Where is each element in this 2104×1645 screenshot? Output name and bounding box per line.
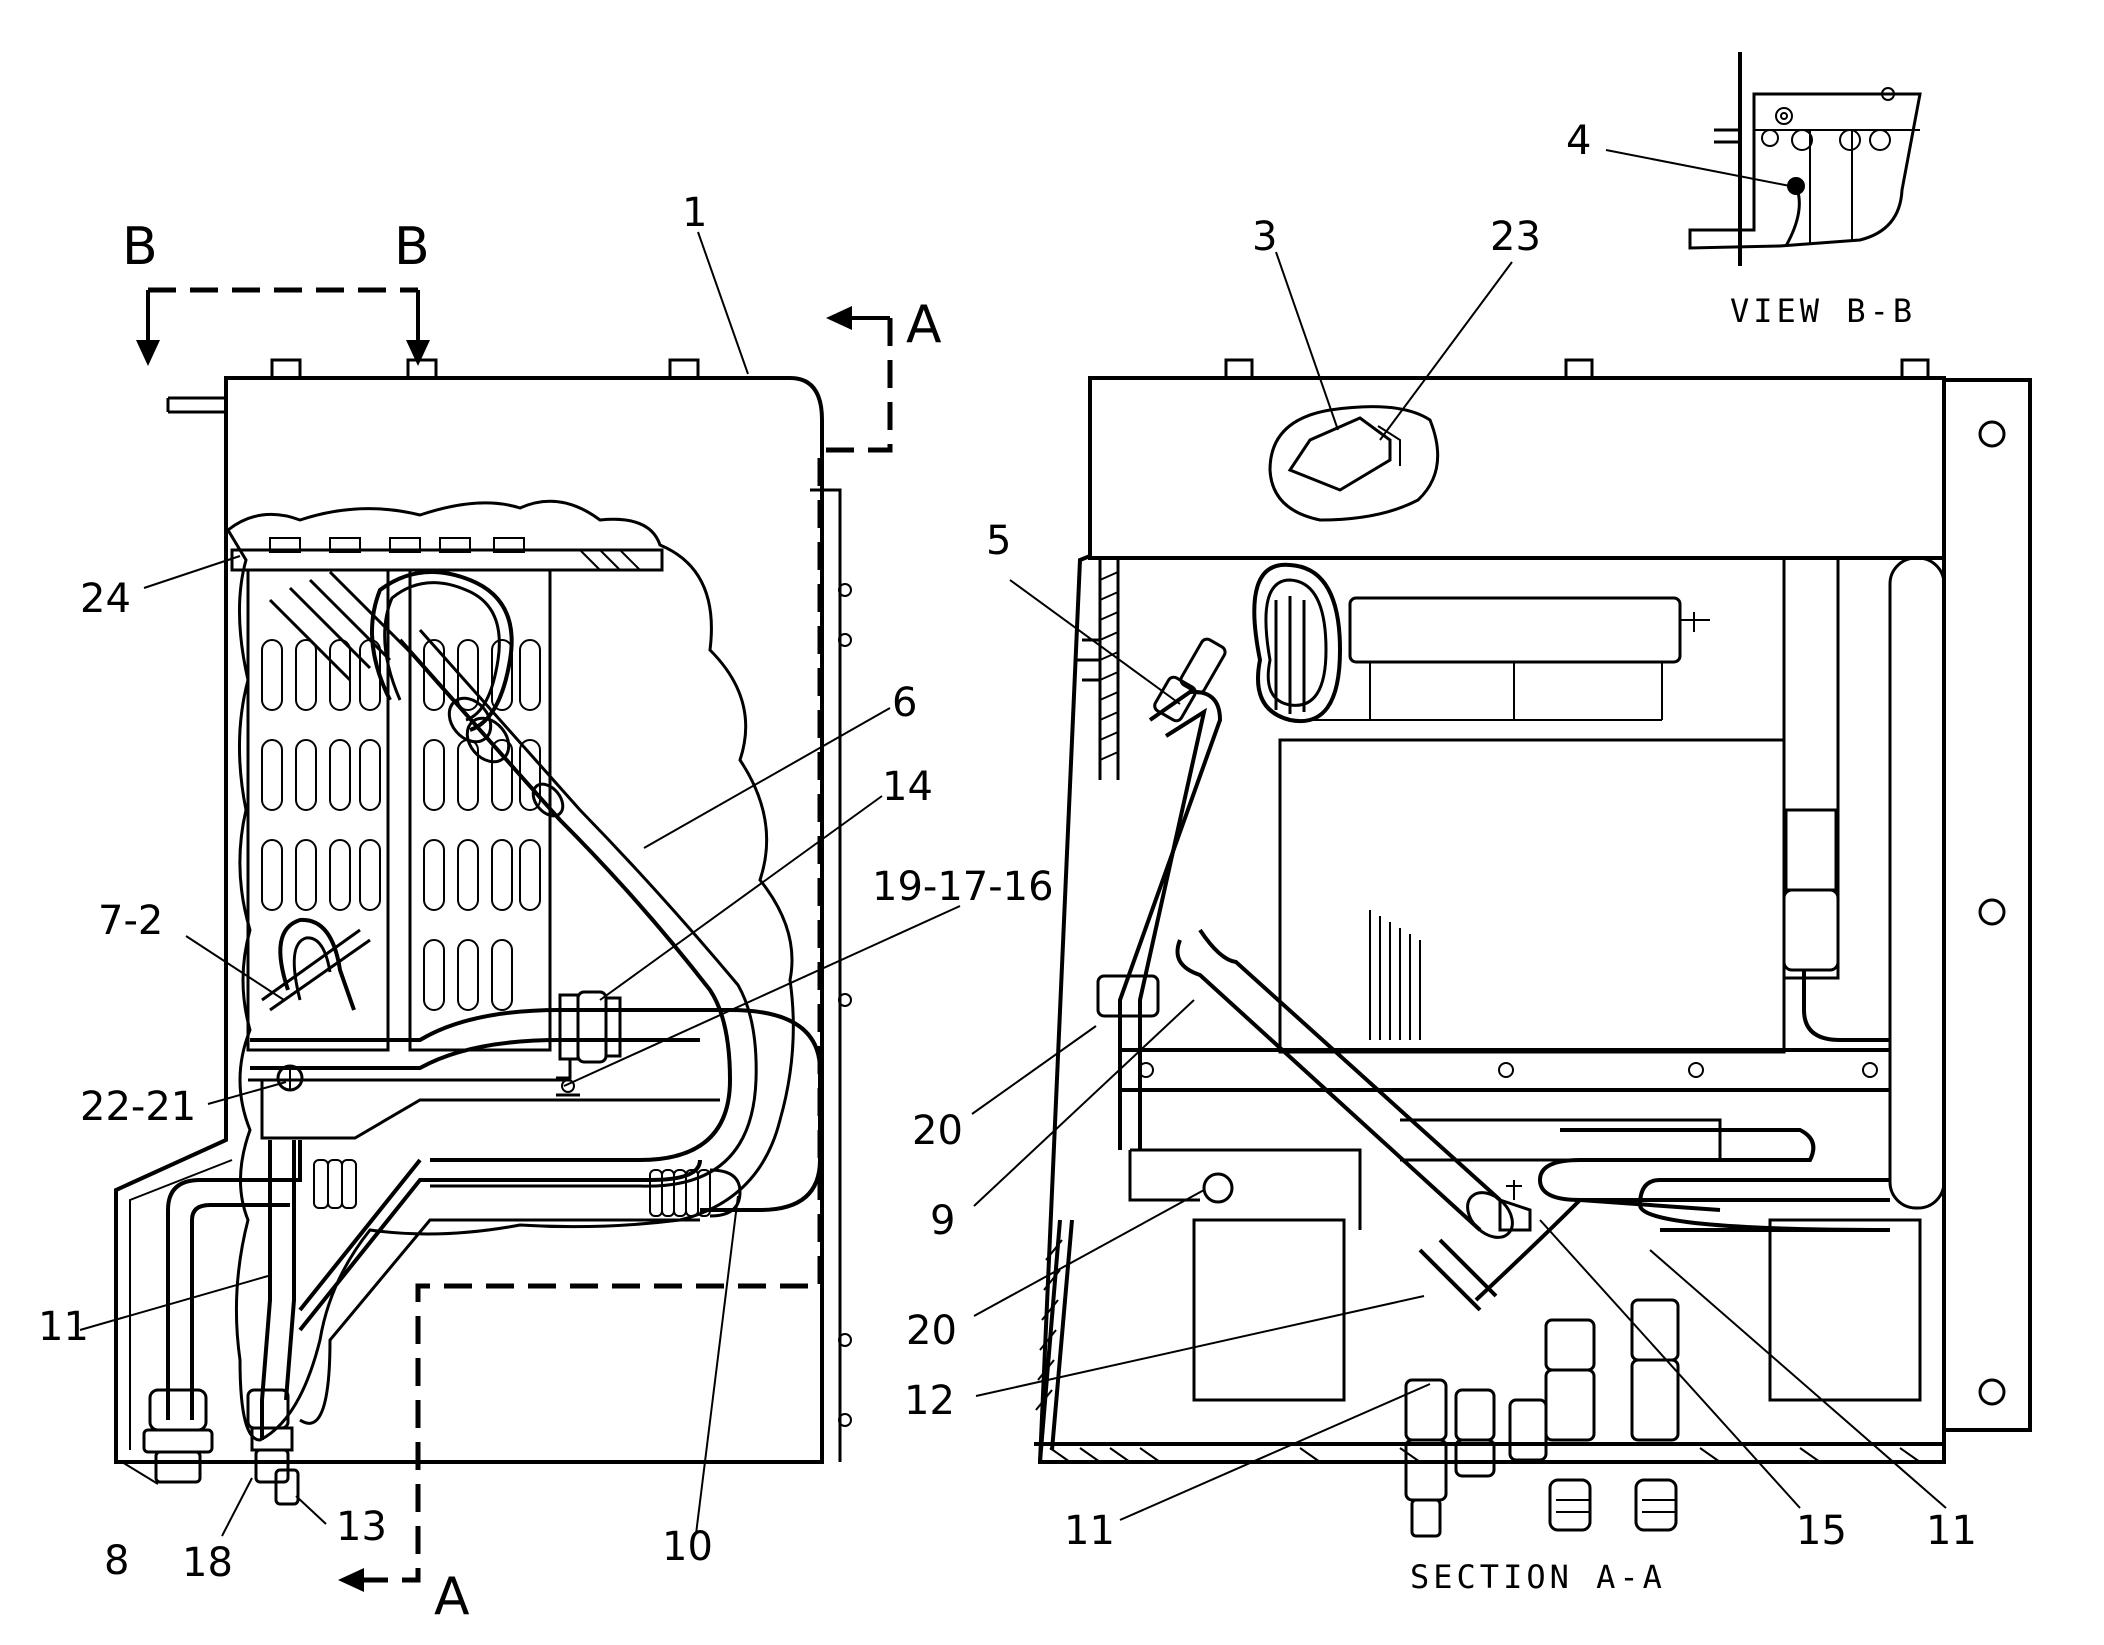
callout-label: 14	[882, 764, 933, 810]
left-view	[114, 287, 893, 1592]
callout-label: 20	[906, 1308, 957, 1354]
captions: VIEW B-B SECTION A-A	[1410, 292, 1916, 1596]
section-mark-a-bottom: A	[434, 1567, 470, 1627]
section-mark-a-top: A	[906, 295, 942, 355]
callout-label: 6	[892, 680, 917, 726]
view-b-b-inset	[1688, 52, 1922, 266]
callout-label: 12	[904, 1378, 955, 1424]
callout-label: 1	[682, 190, 707, 236]
callout-label: 11	[1064, 1508, 1115, 1554]
callout-label: 5	[986, 518, 1011, 564]
callout-label: 10	[662, 1524, 713, 1570]
callout-label: 22-21	[80, 1084, 196, 1130]
callout-label: 8	[104, 1538, 129, 1584]
callout-label: 11	[38, 1304, 89, 1350]
callout-label: 18	[182, 1540, 233, 1586]
callout-label: 19-17-16	[872, 864, 1054, 910]
callout-label: 13	[336, 1504, 387, 1550]
callout-label: 4	[1566, 118, 1591, 164]
callout-label: 9	[930, 1198, 955, 1244]
callout-label: 23	[1490, 214, 1541, 260]
section-a-a-caption: SECTION A-A	[1410, 1558, 1666, 1596]
callout-label: 20	[912, 1108, 963, 1154]
section-a-a-view	[1034, 358, 2032, 1538]
callout-labels-right: 3 23 4 5 20 9 20 12 11 15 11	[904, 118, 1977, 1554]
section-marks: B B A A	[122, 217, 942, 1627]
section-mark-b-right: B	[394, 217, 430, 277]
callout-labels-left: 1 24 6 14 19-17-16 7-2 22-21 11 8 18 13 …	[38, 190, 1054, 1586]
callout-label: 24	[80, 576, 131, 622]
callout-label: 3	[1252, 214, 1277, 260]
callout-label: 11	[1926, 1508, 1977, 1554]
view-b-b-caption: VIEW B-B	[1730, 292, 1916, 330]
section-mark-b-left: B	[122, 217, 158, 277]
callout-label: 15	[1796, 1508, 1847, 1554]
leader-lines	[79, 149, 1947, 1537]
callout-label: 7-2	[98, 898, 163, 944]
